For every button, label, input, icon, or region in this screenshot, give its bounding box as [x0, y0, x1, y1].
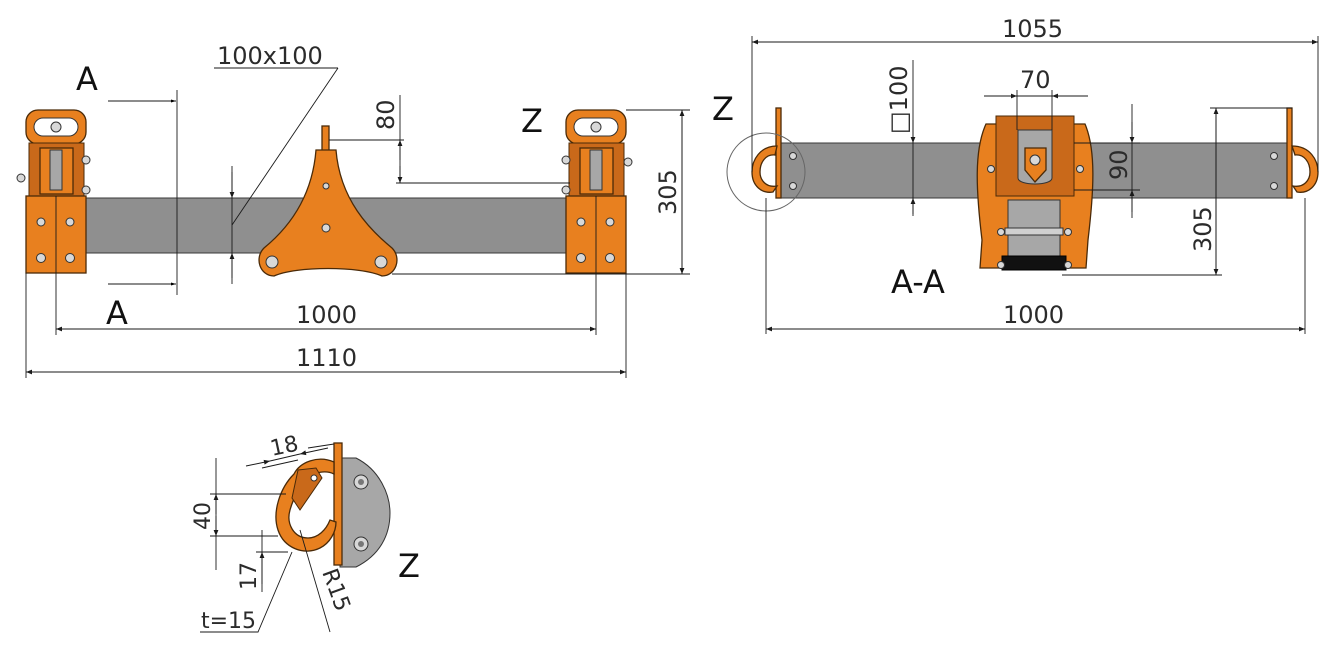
detail-z-view: 18 40 17 t=15 R15 Z: [191, 432, 420, 634]
left-end-bracket: [16, 109, 91, 274]
width-1055-label: 1055: [1002, 15, 1063, 43]
width-1000-label-front: 1000: [296, 301, 357, 329]
thickness-label: t=15: [201, 609, 256, 634]
section-label-bottom: A: [106, 294, 128, 332]
height-80-label: 80: [372, 99, 400, 130]
profile-label: 100x100: [217, 42, 323, 70]
center-lifting-assembly: [976, 115, 1094, 271]
square-100-label: □100: [885, 66, 913, 134]
section-label-top: A: [76, 60, 98, 98]
dim-18-label: 18: [268, 432, 301, 462]
height-305-label-front: 305: [654, 169, 682, 215]
height-305-label-section: 305: [1189, 206, 1217, 252]
height-90-label: 90: [1105, 149, 1133, 180]
detail-z-label-section: Z: [712, 90, 734, 128]
left-hook: [751, 145, 779, 193]
detail-z-label-front: Z: [521, 102, 543, 140]
detail-z-label: Z: [398, 547, 420, 585]
right-end-bracket: [561, 109, 633, 274]
section-title: A-A: [891, 263, 945, 301]
radius-label: R15: [316, 566, 354, 615]
section-view: Z 1055 □100 70 90 305 A-A 1000: [712, 15, 1319, 334]
width-1000-label-section: 1000: [1003, 301, 1064, 329]
width-70-label: 70: [1020, 66, 1051, 94]
dim-17-label: 17: [237, 562, 262, 590]
center-lifting-plate: [258, 125, 398, 277]
right-hook: [1291, 145, 1319, 193]
front-view: A A 100x100 80 Z 305 1000 1110: [16, 42, 690, 378]
width-1110-label-front: 1110: [296, 344, 357, 372]
dim-40-label: 40: [191, 502, 216, 530]
